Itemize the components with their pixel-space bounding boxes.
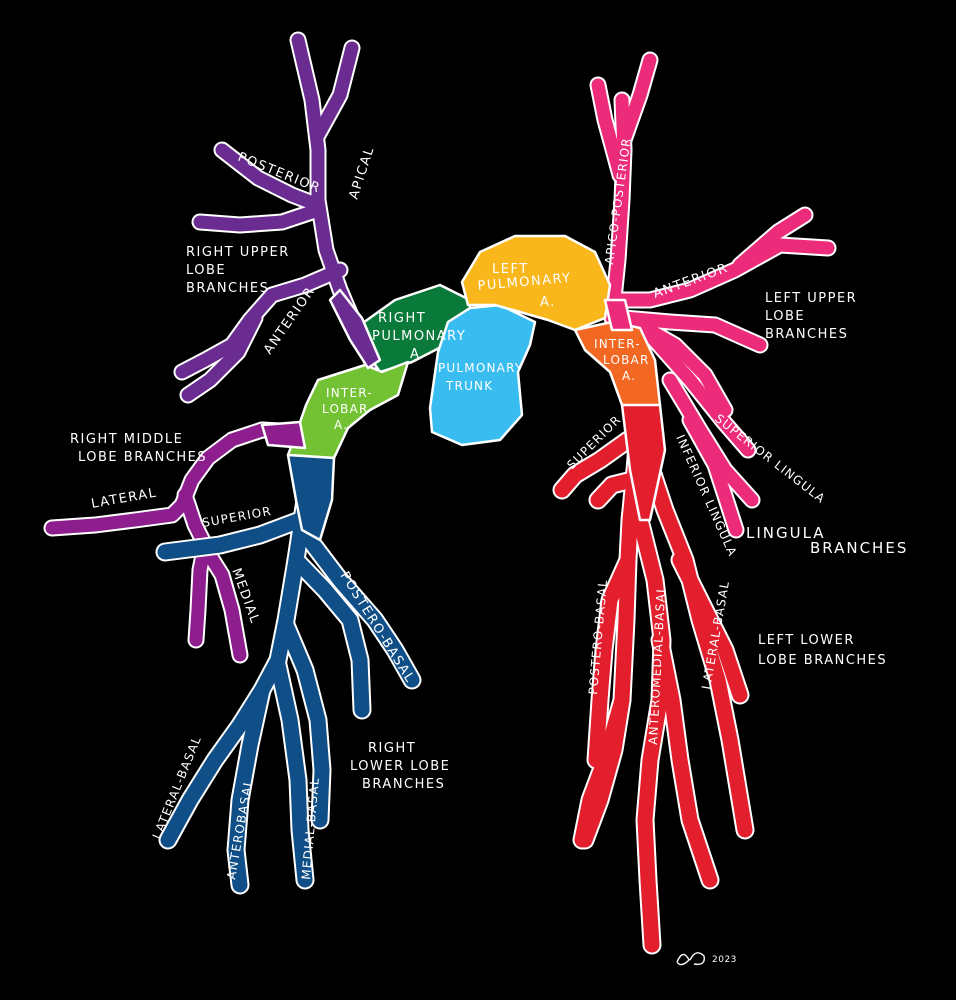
vessel-branch — [683, 413, 743, 537]
vessel-branch — [733, 208, 812, 272]
signature-year: 2023 — [712, 955, 737, 965]
right-upper-lobe-branches — [173, 31, 381, 404]
label-right-lower-1: RIGHT — [368, 741, 416, 756]
left-lower-lobe-root — [620, 403, 667, 522]
label-left-upper-2: LOBE — [765, 309, 805, 324]
right-lower-lobe-root — [286, 453, 336, 542]
label-left-lower-2: LOBE BRANCHES — [758, 653, 887, 668]
right-lower-lobe-branches — [155, 445, 422, 895]
vessel-branch — [215, 143, 325, 212]
vessel-branch — [574, 692, 630, 848]
right-middle-lobe-branches — [43, 421, 309, 664]
label-right-lower-3: BRANCHES — [362, 777, 445, 792]
vessel-branch — [294, 522, 420, 688]
vessel-branch — [617, 53, 657, 147]
left-upper-lobe-root — [603, 298, 634, 332]
vessel-branch — [588, 552, 636, 768]
right-middle-lobe-root — [260, 420, 307, 450]
vessel-branch — [611, 238, 835, 307]
vessel-branch — [178, 488, 212, 647]
label-right-interlobar-1: INTER- — [326, 386, 373, 400]
vessel-branch — [278, 617, 330, 828]
vessel-branch — [181, 311, 262, 402]
label-right-middle-1: RIGHT MIDDLE — [70, 432, 183, 447]
vessel-branch — [632, 512, 670, 953]
vessel-branch — [652, 632, 718, 888]
label-left-upper-1: LEFT UPPER — [765, 291, 857, 306]
label-right-upper-lobe-1: RIGHT UPPER — [186, 245, 290, 260]
vessel-branch — [157, 512, 308, 560]
vessel-branch — [672, 552, 748, 703]
vessel-branch — [618, 311, 767, 352]
vessel-branch — [270, 657, 313, 888]
label-left-interlobar-2: LOBAR — [603, 353, 649, 367]
vessel-branch — [288, 552, 370, 718]
vessel-branch — [228, 682, 270, 893]
left-pulmonary-artery — [460, 234, 612, 332]
vessel-branch — [637, 442, 753, 838]
label-right-upper-lobe-2: LOBE — [186, 263, 226, 278]
vessel-branch — [554, 432, 636, 498]
label-right-middle-2: LOBE BRANCHES — [78, 450, 207, 465]
label-pulmonary-trunk-2: TRUNK — [445, 379, 493, 393]
label-right-pa-2: PULMONARY — [372, 329, 466, 344]
label-left-interlobar-1: INTER- — [594, 337, 641, 351]
label-right-interlobar-2: LOBAR — [322, 402, 368, 416]
label-left-interlobar-3: A. — [622, 369, 636, 383]
vessel-branch — [643, 328, 755, 457]
label-right-pa-3: A. — [410, 347, 426, 362]
right-upper-lobe-root — [328, 288, 382, 370]
vessel-branch — [590, 472, 640, 508]
vessel-branch — [193, 203, 325, 232]
vessel-branch — [591, 78, 627, 182]
vessel-branch — [198, 541, 247, 662]
label-right-pa-1: RIGHT — [378, 311, 426, 326]
label-lingula-1: LINGULA — [746, 524, 826, 542]
label-right-lower-2: LOWER LOBE — [350, 759, 450, 774]
label-left-pa-3: A. — [540, 295, 556, 310]
left-upper-lobe-branches — [589, 51, 837, 539]
label-left-pa-1: LEFT — [492, 262, 529, 277]
pulmonary-trunk — [428, 303, 537, 447]
label-left-upper-3: BRANCHES — [765, 327, 848, 342]
label-right-upper-lobe-3: BRANCHES — [186, 281, 269, 296]
label-left-lower-1: LEFT LOWER — [758, 633, 855, 648]
signature-mark — [676, 952, 705, 966]
label-lingula-2: BRANCHES — [810, 539, 908, 557]
label-pulmonary-trunk-1: PULMONARY — [438, 361, 523, 375]
vessel-branch — [311, 41, 359, 142]
label-right-interlobar-3: A. — [334, 418, 348, 432]
